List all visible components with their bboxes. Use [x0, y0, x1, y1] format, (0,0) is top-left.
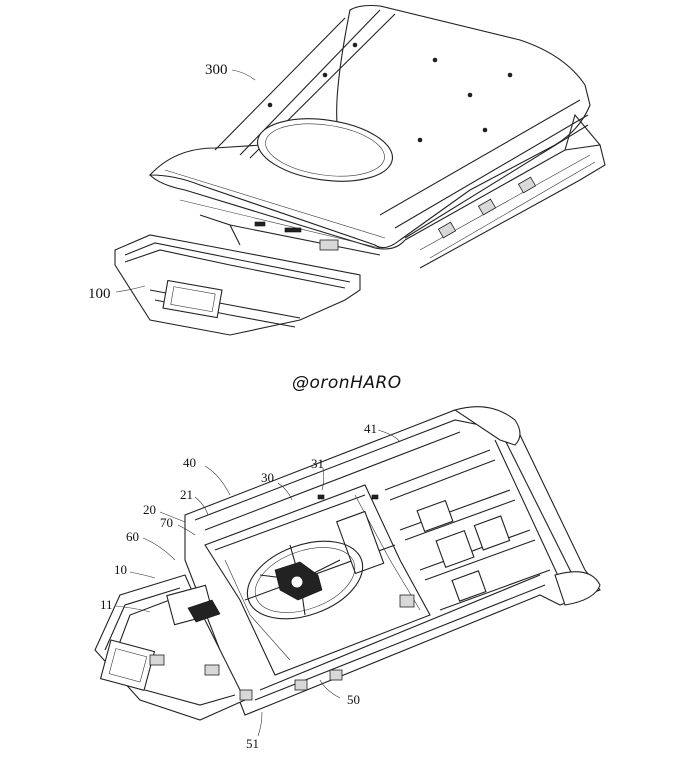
- label-300: 300: [205, 62, 228, 78]
- watermark: @oronHARO: [292, 373, 402, 393]
- label-40: 40: [183, 455, 196, 470]
- leader-300: [231, 69, 256, 81]
- label-21: 21: [180, 487, 193, 502]
- label-50: 50: [347, 692, 360, 707]
- label-30: 30: [261, 470, 274, 485]
- plate-30: [204, 484, 431, 676]
- label-11: 11: [100, 597, 113, 612]
- label-10: 10: [114, 562, 127, 577]
- label-60: 60: [126, 529, 139, 544]
- leader-100: [115, 285, 146, 293]
- label-51: 51: [246, 736, 259, 751]
- side-frame-top: [404, 113, 606, 269]
- label-100: 100: [88, 286, 111, 302]
- label-20: 20: [143, 502, 156, 517]
- leaders-bottom: [115, 429, 401, 737]
- label-31: 31: [311, 456, 324, 471]
- bottom-figure: 41 40 31 30 21 20 70 60 10 11 50 51: [94, 406, 601, 751]
- cross-members: [384, 449, 551, 611]
- label-70: 70: [160, 515, 173, 530]
- frame-10: [94, 574, 343, 721]
- label-41: 41: [364, 421, 377, 436]
- cover-300: [148, 4, 591, 250]
- top-figure: 300 100: [88, 4, 606, 336]
- frame-100: [114, 199, 381, 336]
